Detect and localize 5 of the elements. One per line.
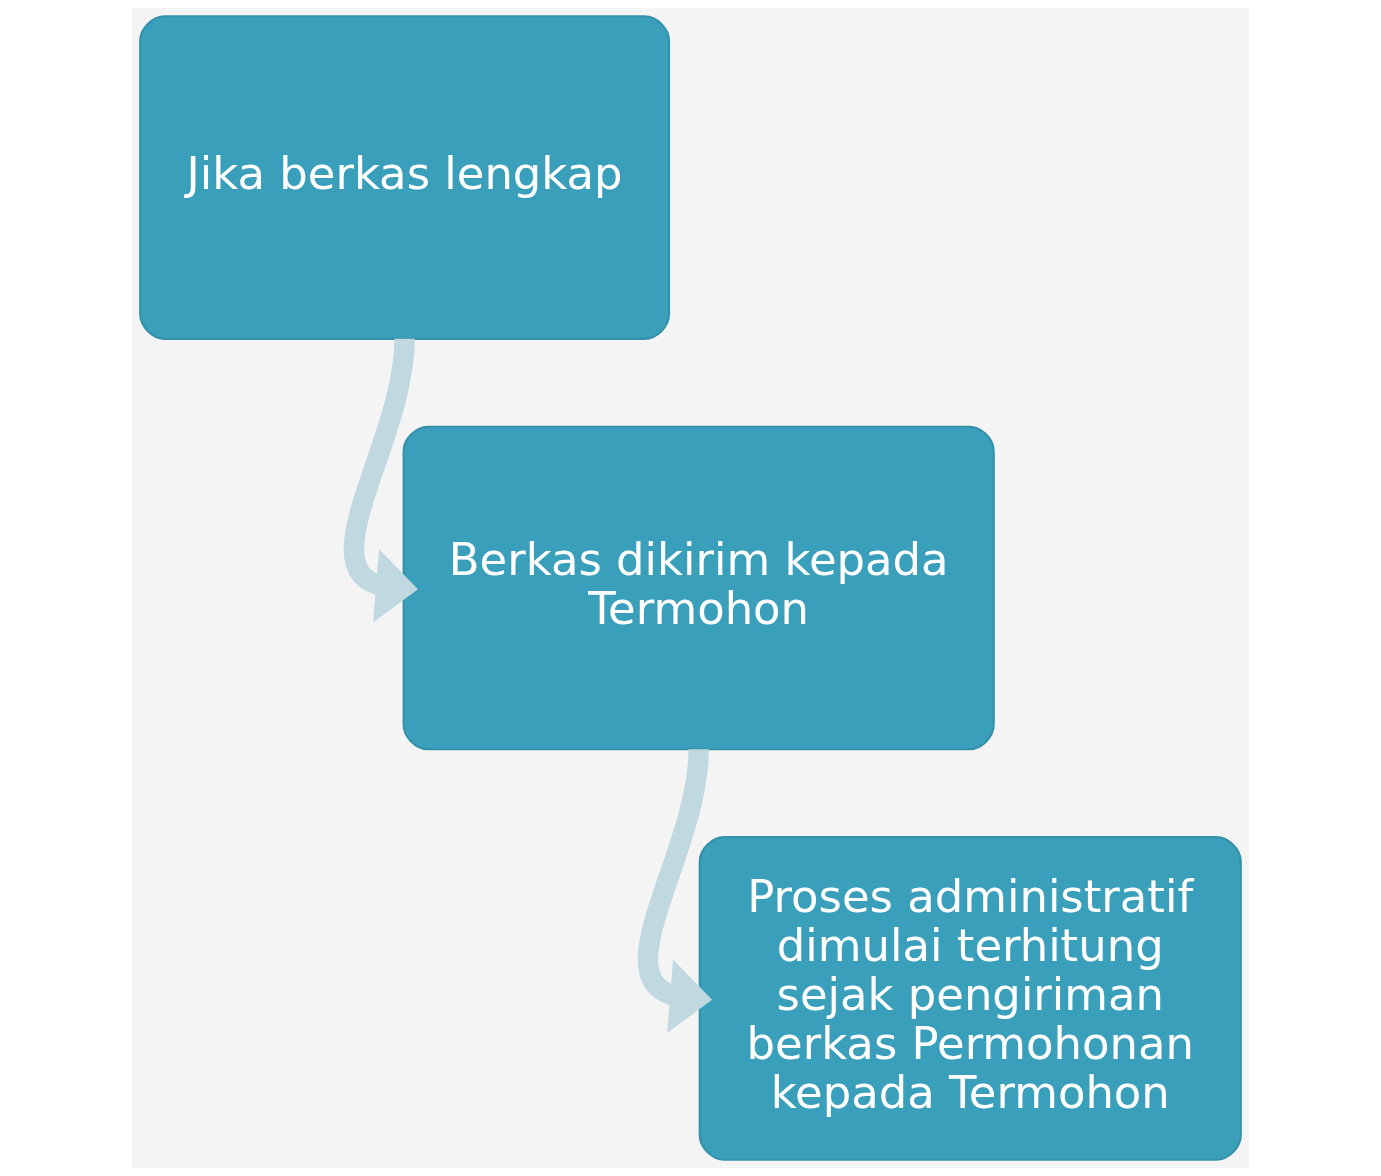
arrow xyxy=(344,338,419,623)
node-box: Proses administratif dimulai terhitung sejak pengiriman berkas Permohonan kepada Termohon xyxy=(698,836,1242,1161)
arrow xyxy=(638,748,713,1033)
node-box: Berkas dikirim kepada Termohon xyxy=(402,425,995,751)
node-box: Jika berkas lengkap xyxy=(139,15,671,340)
